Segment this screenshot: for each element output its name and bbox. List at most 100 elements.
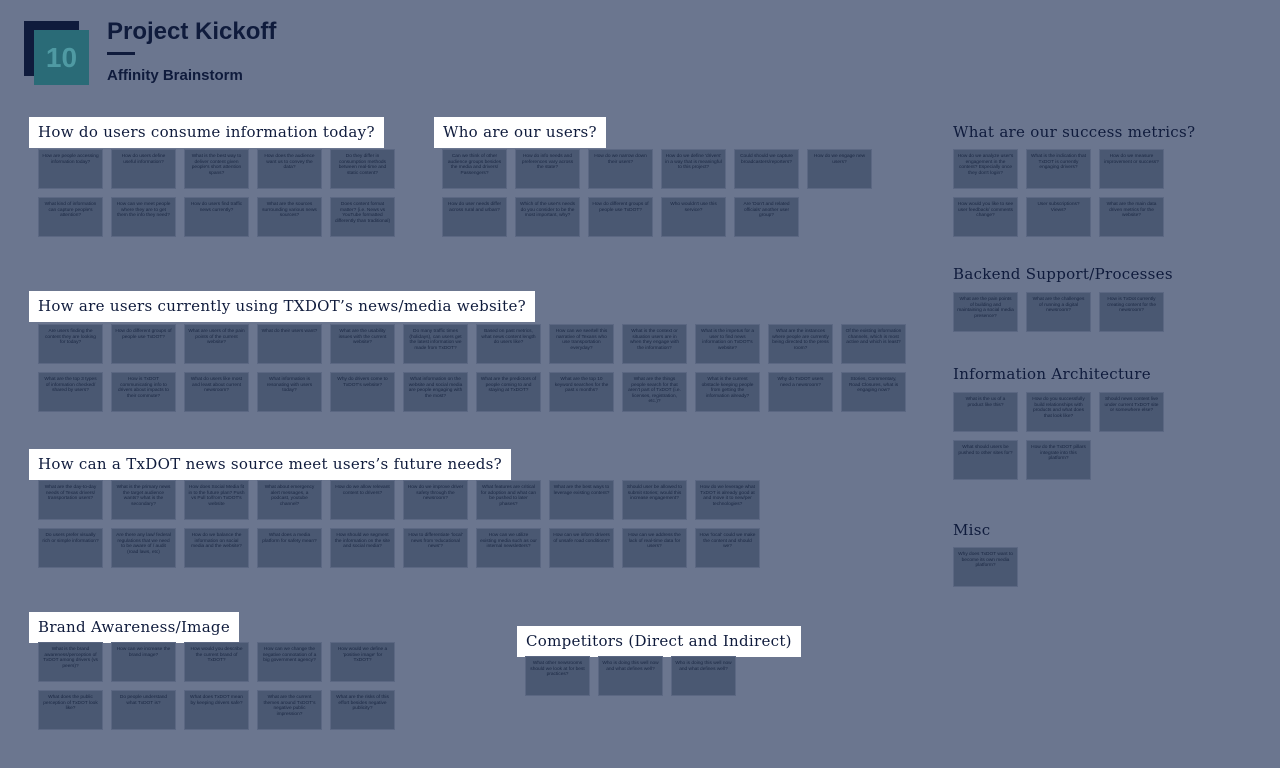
section-title-competitors[interactable]: Competitors (Direct and Indirect) [517,626,801,657]
section-title-who[interactable]: Who are our users? [434,117,606,148]
sticky-note[interactable]: Why do TxDOT users need a newsroom? [768,372,833,412]
sticky-note[interactable]: Do many traffic times (holidays), can us… [403,324,468,364]
sticky-note[interactable]: What is the best way to deliver content … [184,149,249,189]
sticky-note[interactable]: How would you like to see user feedback/… [953,197,1018,237]
sticky-note[interactable]: What is the current obstacle keeping peo… [695,372,760,412]
section-title-misc[interactable]: Misc [953,521,991,539]
section-title-backend[interactable]: Backend Support/Processes [953,265,1173,283]
sticky-note[interactable]: Should news content live under current T… [1099,392,1164,432]
sticky-note[interactable]: What kind of information can capture peo… [38,197,103,237]
sticky-note[interactable]: How do users define useful information? [111,149,176,189]
sticky-note[interactable]: What are the main data driven metrics fo… [1099,197,1164,237]
sticky-note[interactable]: Should user be allowed to submit stories… [622,480,687,520]
sticky-note[interactable]: How do different groups of people use Tx… [588,197,653,237]
sticky-note[interactable]: How do we balance the information on soc… [184,528,249,568]
sticky-note[interactable]: What are the usability issues with the c… [330,324,395,364]
sticky-note[interactable]: How do info needs and preferences vary a… [515,149,580,189]
sticky-note[interactable]: Are 'Don't and related officials' anothe… [734,197,799,237]
sticky-note[interactable]: How do we improve driver safety through … [403,480,468,520]
section-title-future[interactable]: How can a TxDOT news source meet users’s… [29,449,511,480]
sticky-note[interactable]: Who is doing this well now and what defi… [671,656,736,696]
sticky-note[interactable]: Why does TxDOT want to become its own me… [953,547,1018,587]
sticky-note[interactable]: How is TxDOT communicating info to drive… [111,372,176,412]
sticky-note[interactable]: How can we increase the brand image? [111,642,176,682]
sticky-note[interactable]: What are the pain points of building and… [953,292,1018,332]
sticky-note[interactable]: What does the public perception of TxDOT… [38,690,103,730]
sticky-note[interactable]: How can we see/tell this narrative of Te… [549,324,614,364]
sticky-note[interactable]: How does Social Media fit in to the futu… [184,480,249,520]
sticky-note[interactable]: What are the best ways to leverage exist… [549,480,614,520]
sticky-note[interactable]: What are the current themes around TxDOT… [257,690,322,730]
sticky-note[interactable]: Why do drivers come to TxDOT's website? [330,372,395,412]
sticky-note[interactable]: Based on past metrics, what news content… [476,324,541,364]
sticky-note[interactable]: How do we allow relevant content to driv… [330,480,395,520]
sticky-note[interactable]: What are the sources surrounding various… [257,197,322,237]
sticky-note[interactable]: What are the instances where people are … [768,324,833,364]
sticky-note[interactable]: What are users of the pain points of the… [184,324,249,364]
sticky-note[interactable]: What are the top 10 keyword searches for… [549,372,614,412]
sticky-note[interactable]: How do user needs differ across rural an… [442,197,507,237]
sticky-note[interactable]: What are the top 3 types of information … [38,372,103,412]
sticky-note[interactable]: How can we change the negative connotati… [257,642,322,682]
sticky-note[interactable]: How do you successfully build relationsh… [1026,392,1091,432]
sticky-note[interactable]: Could should we capture broadcasters/rep… [734,149,799,189]
sticky-note[interactable]: What should users be pushed to other sit… [953,440,1018,480]
sticky-note[interactable]: How can we inform drivers of unsafe road… [549,528,614,568]
sticky-note[interactable]: How do we analyze user's engagement in t… [953,149,1018,189]
sticky-note[interactable]: What are the risks of this effort beside… [330,690,395,730]
sticky-note[interactable]: What is the primary news the target audi… [111,480,176,520]
section-title-website[interactable]: How are users currently using TXDOT’s ne… [29,291,535,322]
sticky-note[interactable]: How can we meet people where they are to… [111,197,176,237]
sticky-note[interactable]: How do we leverage what TxDOT is already… [695,480,760,520]
sticky-note[interactable]: What is the indication that TxDOT is cur… [1026,149,1091,189]
sticky-note[interactable]: What about emergency alert messages, a p… [257,480,322,520]
sticky-note[interactable]: What are the predictors of people coming… [476,372,541,412]
sticky-note[interactable]: What does a media platform for safety me… [257,528,322,568]
sticky-note[interactable]: What does TxDOT mean by keeping drivers … [184,690,249,730]
section-title-consume[interactable]: How do users consume information today? [29,117,384,148]
sticky-note[interactable]: What are the things people search for th… [622,372,687,412]
sticky-note[interactable]: How do users find traffic news currently… [184,197,249,237]
sticky-note[interactable]: Of the existing information channels, wh… [841,324,906,364]
sticky-note[interactable]: What features are critical for adoption … [476,480,541,520]
section-title-brand[interactable]: Brand Awareness/Image [29,612,240,643]
sticky-note[interactable]: What is the context or situation users a… [622,324,687,364]
sticky-note[interactable]: What do users like most and least about … [184,372,249,412]
sticky-note[interactable]: What other newsrooms should we look at f… [525,656,590,696]
section-title-success[interactable]: What are our success metrics? [953,123,1196,141]
sticky-note[interactable]: How do we engage new users? [807,149,872,189]
sticky-note[interactable]: How to differentiate 'local' news from '… [403,528,468,568]
sticky-note[interactable]: How do we narrow down their users? [588,149,653,189]
sticky-note[interactable]: How can we utilize existing media such a… [476,528,541,568]
section-title-ia[interactable]: Information Architecture [953,365,1151,383]
sticky-note[interactable]: How would you describe the current brand… [184,642,249,682]
sticky-note[interactable]: Who is doing this well now and what defi… [598,656,663,696]
sticky-note[interactable]: Which of the user's needs do you conside… [515,197,580,237]
sticky-note[interactable]: What are the challenges of running a dig… [1026,292,1091,332]
sticky-note[interactable]: Does content format matter? (i.e. News v… [330,197,395,237]
sticky-note[interactable]: What is the brand awareness/perception o… [38,642,103,682]
sticky-note[interactable]: What is the ux of a product like this? [953,392,1018,432]
sticky-note[interactable]: How can we address the lack of real-time… [622,528,687,568]
sticky-note[interactable]: How do different groups of people use Tx… [111,324,176,364]
sticky-note[interactable]: How do we measure improvement or success… [1099,149,1164,189]
sticky-note[interactable]: How are people accessing information tod… [38,149,103,189]
sticky-note[interactable]: Stories, Commentary, Road Closures, what… [841,372,906,412]
sticky-note[interactable]: Do users prefer visually rich or simple … [38,528,103,568]
sticky-note[interactable]: How would we define a 'positive image' f… [330,642,395,682]
sticky-note[interactable]: How do the TxDOT pillars integrate into … [1026,440,1091,480]
sticky-note[interactable]: What information on the website and soci… [403,372,468,412]
sticky-note[interactable]: Are there any law/ federal regulations t… [111,528,176,568]
sticky-note[interactable]: How 'local' could we make the content an… [695,528,760,568]
sticky-note[interactable]: How is TxDot currently creating content … [1099,292,1164,332]
sticky-note[interactable]: Can we think of other audience groups be… [442,149,507,189]
sticky-note[interactable]: Who wouldn't use this service? [661,197,726,237]
sticky-note[interactable]: Are users finding the content they are l… [38,324,103,364]
sticky-note[interactable]: Do they differ in consumption methods be… [330,149,395,189]
sticky-note[interactable]: How do we define 'drivers' in a way that… [661,149,726,189]
sticky-note[interactable]: What are the day-to-day needs of Texas d… [38,480,103,520]
sticky-note[interactable]: What is the impetus for a user to find n… [695,324,760,364]
sticky-note[interactable]: What do their users want? [257,324,322,364]
sticky-note[interactable]: User subscriptions? Views? [1026,197,1091,237]
sticky-note[interactable]: What information is resonating with user… [257,372,322,412]
